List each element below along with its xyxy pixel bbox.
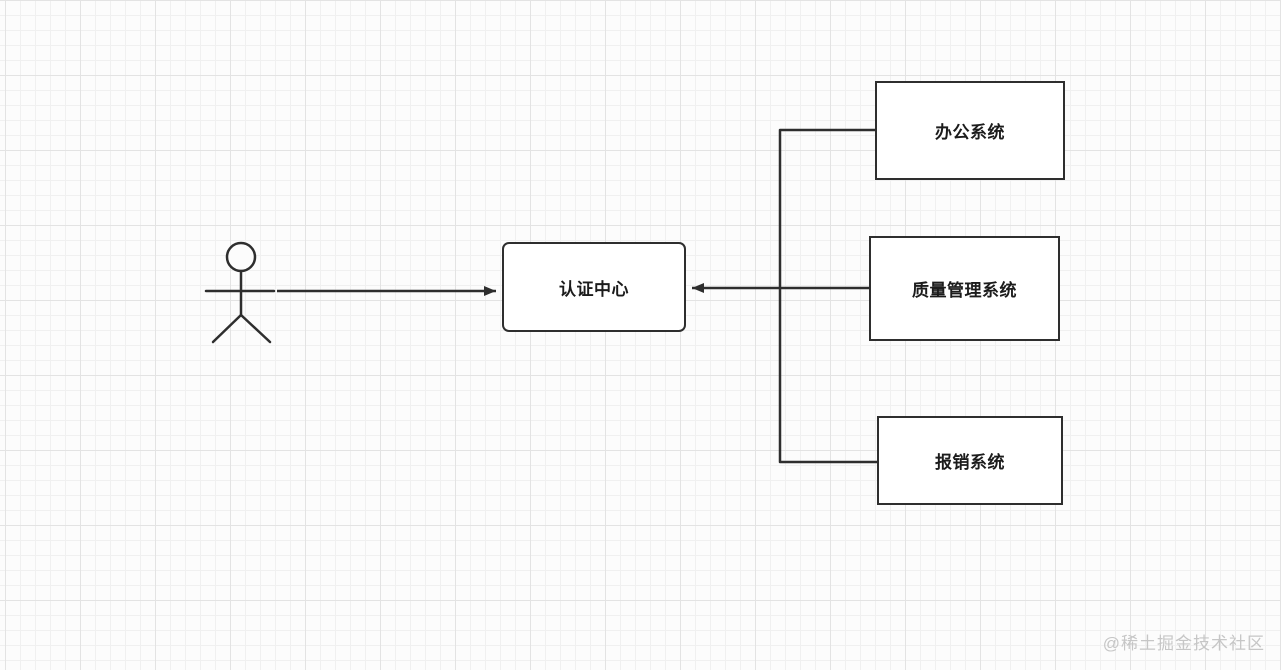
node-label: 办公系统: [935, 123, 1005, 142]
node-label: 报销系统: [935, 453, 1005, 472]
node-auth-center[interactable]: 认证中心: [502, 242, 686, 332]
node-reimburse-system[interactable]: 报销系统: [877, 416, 1063, 505]
watermark: @稀土掘金技术社区: [1102, 634, 1265, 653]
node-label: 质量管理系统: [912, 281, 1017, 300]
actor-leg-left: [211, 313, 243, 344]
actor-figure[interactable]: [204, 241, 276, 344]
node-quality-system[interactable]: 质量管理系统: [869, 236, 1060, 341]
edge-systems-junction[interactable]: [778, 128, 877, 464]
node-office-system[interactable]: 办公系统: [875, 81, 1065, 180]
node-label: 认证中心: [559, 279, 629, 299]
actor-head: [225, 241, 257, 273]
actor-leg-right: [239, 313, 272, 344]
